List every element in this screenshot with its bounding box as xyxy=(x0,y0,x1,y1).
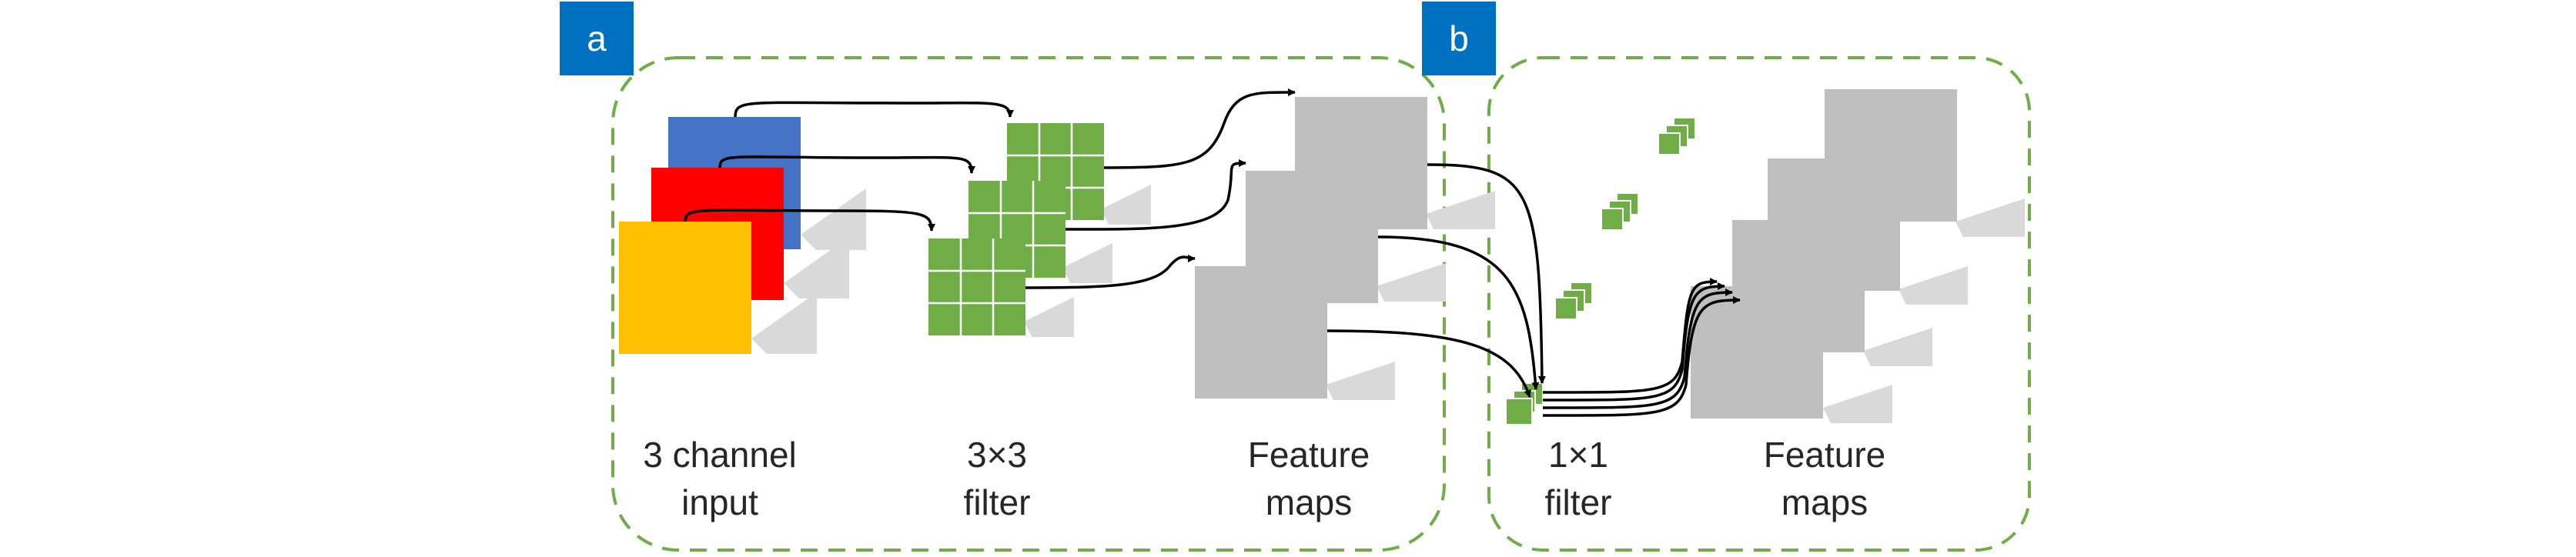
arrows-b-out xyxy=(1542,278,1741,417)
small-filter-stack-4 xyxy=(1505,382,1544,425)
fmap-b3-shadow xyxy=(1863,328,1932,366)
label-input: 3 channel input xyxy=(616,431,824,526)
small-filter-stack-1 xyxy=(1658,117,1696,155)
label-input-line1: 3 channel xyxy=(643,435,797,475)
label-feature-maps-a-line1: Feature xyxy=(1247,435,1370,475)
feature-map-b-4 xyxy=(1691,286,1823,419)
label-feature-maps-b: Feature maps xyxy=(1732,431,1917,526)
label-1x1-filter: 1×1 filter xyxy=(1509,431,1648,526)
filter-2-shadow xyxy=(1062,243,1112,283)
filter-3x3-bottom xyxy=(928,238,1025,335)
arrow-input-yellow-to-filter xyxy=(684,208,935,232)
arrows-a xyxy=(684,88,1296,289)
channel-yellow-shadow xyxy=(751,292,817,354)
small-filter-stack-3 xyxy=(1554,282,1593,320)
arrow-filter-bot-to-fmap xyxy=(1025,254,1196,289)
panel-a-badge: a xyxy=(560,2,634,75)
label-1x1-filter-line2: filter xyxy=(1544,482,1612,522)
arrow-fmap-a2-to-1x1 xyxy=(1377,235,1540,390)
label-3x3-filter: 3×3 filter xyxy=(912,431,1082,526)
feature-maps-a xyxy=(1195,97,1495,400)
fmap-b2-shadow xyxy=(1899,266,1968,305)
arrow-1x1-to-fmap-2 xyxy=(1542,282,1725,402)
label-feature-maps-a-line2: maps xyxy=(1265,482,1353,522)
arrow-filter-top-to-fmap xyxy=(1103,88,1296,169)
label-input-line2: input xyxy=(681,482,758,522)
fmap-b1-shadow xyxy=(1955,198,2025,237)
channel-yellow xyxy=(619,222,751,354)
arrows-b-in xyxy=(1326,163,1546,398)
arrow-input-red-to-filter xyxy=(718,155,975,174)
label-feature-maps-b-line2: maps xyxy=(1781,482,1868,522)
filters-1x1 xyxy=(1505,117,1696,425)
label-3x3-filter-line2: filter xyxy=(963,482,1031,522)
label-1x1-filter-line1: 1×1 xyxy=(1547,435,1609,475)
fmap-a2-shadow xyxy=(1377,263,1446,302)
feature-map-a-3 xyxy=(1195,266,1327,399)
small-filter-stack-2 xyxy=(1601,192,1639,231)
fmap-a3-shadow xyxy=(1326,362,1395,400)
filter-3-shadow xyxy=(1024,297,1074,337)
fmap-b4-shadow xyxy=(1823,385,1892,423)
filter-1-shadow xyxy=(1101,185,1151,225)
channel-red-shadow xyxy=(784,237,849,299)
arrow-1x1-to-fmap-4 xyxy=(1542,296,1741,417)
panel-b-badge: b xyxy=(1422,2,1496,75)
channel-blue-shadow xyxy=(801,188,866,250)
label-feature-maps-a: Feature maps xyxy=(1216,431,1401,526)
arrow-1x1-to-fmap-3 xyxy=(1542,289,1733,409)
panel-b-border xyxy=(1487,56,2031,552)
filters-3x3 xyxy=(928,123,1151,337)
arrow-fmap-a1-to-1x1 xyxy=(1427,163,1546,384)
label-3x3-filter-line1: 3×3 xyxy=(966,435,1028,475)
arrow-input-blue-to-filter xyxy=(734,101,1014,118)
arrow-fmap-a3-to-1x1 xyxy=(1326,329,1531,398)
arrow-filter-mid-to-fmap xyxy=(1065,159,1246,231)
panel-a-border xyxy=(611,56,1446,552)
fmap-a1-shadow xyxy=(1426,191,1495,229)
feature-maps-b xyxy=(1691,89,2025,423)
label-feature-maps-b-line1: Feature xyxy=(1763,435,1886,475)
input-channels xyxy=(619,117,866,354)
